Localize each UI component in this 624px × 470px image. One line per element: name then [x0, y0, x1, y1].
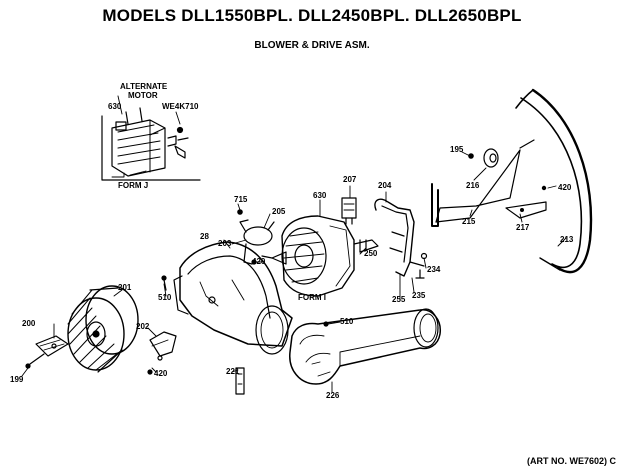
part-label-203: 203 — [218, 239, 232, 248]
blower-guard — [150, 332, 176, 360]
alternate-motor-inset — [102, 108, 200, 180]
part-label-420-idler: 420 — [558, 183, 572, 192]
inset-heading-motor: MOTOR — [128, 91, 158, 100]
inset-heading-alternate: ALTERNATE — [120, 82, 168, 91]
art-number: (ART NO. WE7602) C — [526, 456, 616, 466]
part-label-234: 234 — [427, 265, 441, 274]
blower-wheel — [68, 286, 138, 372]
drive-motor — [262, 216, 378, 296]
motor-mount-bracket — [375, 199, 427, 278]
part-label-202: 202 — [136, 322, 150, 331]
blower-clip — [26, 336, 68, 368]
part-label-201: 201 — [118, 283, 132, 292]
part-label-420-guard: 420 — [154, 369, 168, 378]
part-label-207: 207 — [343, 175, 357, 184]
duct-plate — [236, 368, 244, 394]
part-label-213: 213 — [560, 235, 574, 244]
part-label-221: 221 — [226, 367, 240, 376]
inset-form-label: FORM J — [118, 181, 149, 190]
part-label-205: 205 — [272, 207, 286, 216]
part-label-250: 250 — [364, 249, 378, 258]
part-label-217: 217 — [516, 223, 530, 232]
idler-assembly — [432, 140, 546, 226]
part-label-215: 215 — [462, 217, 476, 226]
part-label-199: 199 — [10, 375, 24, 384]
part-label-28: 28 — [200, 232, 209, 241]
inset-part-630: 630 — [108, 102, 122, 111]
leader-lines — [22, 96, 566, 392]
part-label-235: 235 — [412, 291, 426, 300]
motor-form-label: FORM I — [298, 293, 326, 302]
part-label-226: 226 — [326, 391, 340, 400]
page-title: MODELS DLL1550BPL. DLL2450BPL. DLL2650BP… — [102, 6, 522, 25]
inset-part-we4k710: WE4K710 — [162, 102, 199, 111]
part-label-204: 204 — [378, 181, 392, 190]
part-label-510-housing: 510 — [158, 293, 172, 302]
part-label-195: 195 — [450, 145, 464, 154]
part-label-630: 630 — [313, 191, 327, 200]
screws — [148, 260, 256, 374]
blower-housing — [174, 242, 292, 354]
drum-rear-shield — [516, 90, 591, 272]
part-label-510-duct: 510 — [340, 317, 354, 326]
exhaust-duct — [290, 309, 440, 384]
part-label-715: 715 — [234, 195, 248, 204]
centrifugal-switch — [342, 198, 356, 224]
part-label-216: 216 — [466, 181, 480, 190]
part-label-200: 200 — [22, 319, 36, 328]
part-label-255: 255 — [392, 295, 406, 304]
assembly-subtitle: BLOWER & DRIVE ASM. — [254, 40, 370, 51]
part-label-420-clamp: 420 — [252, 257, 266, 266]
